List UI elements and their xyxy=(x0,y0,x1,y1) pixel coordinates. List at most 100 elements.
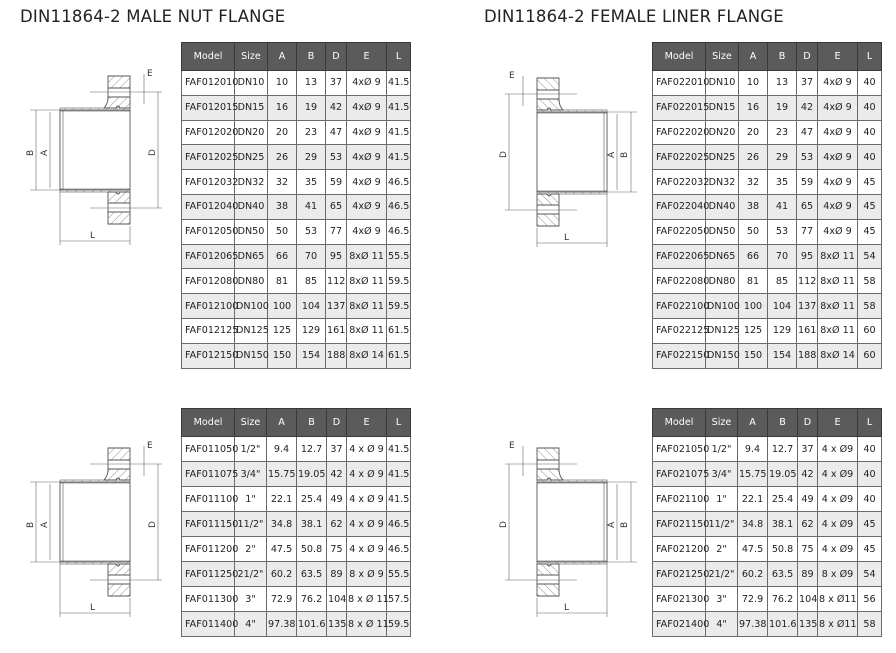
cell-e: 4xØ 9 xyxy=(817,218,858,245)
column-header-model: Model xyxy=(652,408,706,437)
cell-b: 85 xyxy=(767,268,797,295)
cell-l: 45 xyxy=(857,193,882,220)
pipe-wall-bottom xyxy=(536,560,608,565)
flange-top-inner xyxy=(102,96,131,109)
cell-model: FAF022040 xyxy=(652,193,709,220)
column-header-b: B xyxy=(296,42,326,71)
column-header-l: L xyxy=(857,42,882,71)
cell-e: 8xØ 11 xyxy=(346,293,387,319)
cell-model: FAF021200 xyxy=(652,536,709,562)
cell-l: 40 xyxy=(857,70,882,96)
cell-b: 50.8 xyxy=(296,536,327,562)
cell-l: 46.5 xyxy=(386,169,411,195)
cell-b: 23 xyxy=(296,119,326,146)
cell-model: FAF012010 xyxy=(181,70,238,96)
cell-e: 8 x Ø9 xyxy=(817,561,858,587)
cell-a: 97.38 xyxy=(737,611,768,637)
cell-d: 77 xyxy=(796,218,818,245)
cell-size: DN80 xyxy=(705,268,739,295)
cell-e: 4xØ 9 xyxy=(346,70,387,96)
cell-model: FAF011100 xyxy=(181,486,238,512)
cell-a: 100 xyxy=(267,293,297,319)
cell-a: 22.1 xyxy=(266,486,297,512)
dimension-label-b: B xyxy=(26,522,36,528)
cell-l: 41.5 xyxy=(386,94,411,121)
cell-size: 2" xyxy=(705,536,738,562)
cell-b: 104 xyxy=(767,293,797,319)
cell-l: 41.5 xyxy=(386,144,411,171)
cell-d: 65 xyxy=(796,193,818,220)
cell-a: 26 xyxy=(738,144,768,171)
cell-b: 154 xyxy=(767,342,797,369)
column-header-l: L xyxy=(386,408,411,437)
cell-d: 135 xyxy=(797,611,818,637)
flange-bottom-outer xyxy=(536,583,560,597)
cell-model: FAF022015 xyxy=(652,94,709,121)
cell-size: DN20 xyxy=(234,119,268,146)
cell-d: 77 xyxy=(325,218,347,245)
cell-e: 8 x Ø11 xyxy=(817,611,858,637)
flange-top-inner xyxy=(102,468,131,481)
cell-d: 161 xyxy=(796,317,818,344)
pipe-wall-bottom xyxy=(536,190,608,195)
pipe-wall-top xyxy=(59,107,131,112)
cell-model: FAF011250 xyxy=(181,561,238,587)
cell-l: 41.5 xyxy=(386,436,411,462)
cell-size: DN20 xyxy=(705,119,739,146)
cell-size: 11/2" xyxy=(234,511,267,537)
cell-e: 4xØ 9 xyxy=(346,193,387,220)
column-header-a: A xyxy=(737,408,768,437)
pipe-body xyxy=(536,481,608,563)
cell-b: 13 xyxy=(767,70,797,96)
column-header-b: B xyxy=(296,408,327,437)
dimension-label-e: E xyxy=(147,441,153,451)
column-header-e: E xyxy=(817,408,858,437)
cell-a: 66 xyxy=(738,243,768,270)
cell-size: 3/4" xyxy=(234,461,267,487)
cell-e: 4 x Ø 9 xyxy=(346,511,387,537)
cell-a: 50 xyxy=(267,218,297,245)
cell-e: 4 x Ø 9 xyxy=(346,486,387,512)
cell-e: 4xØ 9 xyxy=(346,119,387,146)
cell-e: 8 x Ø 11 xyxy=(346,586,389,612)
cell-e: 8xØ 11 xyxy=(817,243,858,270)
cell-e: 8 x Ø 9 xyxy=(346,561,387,587)
cell-d: 47 xyxy=(796,119,818,146)
cell-e: 8xØ 11 xyxy=(346,243,387,270)
flange-top-outer xyxy=(536,77,560,91)
cell-d: 42 xyxy=(326,461,347,487)
cell-l: 54 xyxy=(857,243,882,270)
cell-b: 19.05 xyxy=(296,461,327,487)
cell-a: 81 xyxy=(267,268,297,295)
cell-b: 85 xyxy=(296,268,326,295)
column-header-l: L xyxy=(386,42,411,71)
column-header-model: Model xyxy=(652,42,706,71)
column-header-a: A xyxy=(738,42,768,71)
dimension-label-l: L xyxy=(90,603,95,613)
cell-model: FAF022125 xyxy=(652,317,709,344)
cell-size: DN50 xyxy=(234,218,268,245)
cell-b: 129 xyxy=(296,317,326,344)
cell-b: 76.2 xyxy=(296,586,327,612)
column-header-e: E xyxy=(817,42,858,71)
cell-a: 150 xyxy=(267,342,297,369)
cell-d: 112 xyxy=(325,268,347,295)
cell-b: 38.1 xyxy=(767,511,798,537)
cell-a: 15.75 xyxy=(737,461,768,487)
dimension-label-l: L xyxy=(564,233,569,243)
cell-model: FAF022100 xyxy=(652,293,709,319)
cell-a: 32 xyxy=(267,169,297,195)
cell-e: 8xØ 14 xyxy=(817,342,858,369)
column-header-d: D xyxy=(326,408,347,437)
